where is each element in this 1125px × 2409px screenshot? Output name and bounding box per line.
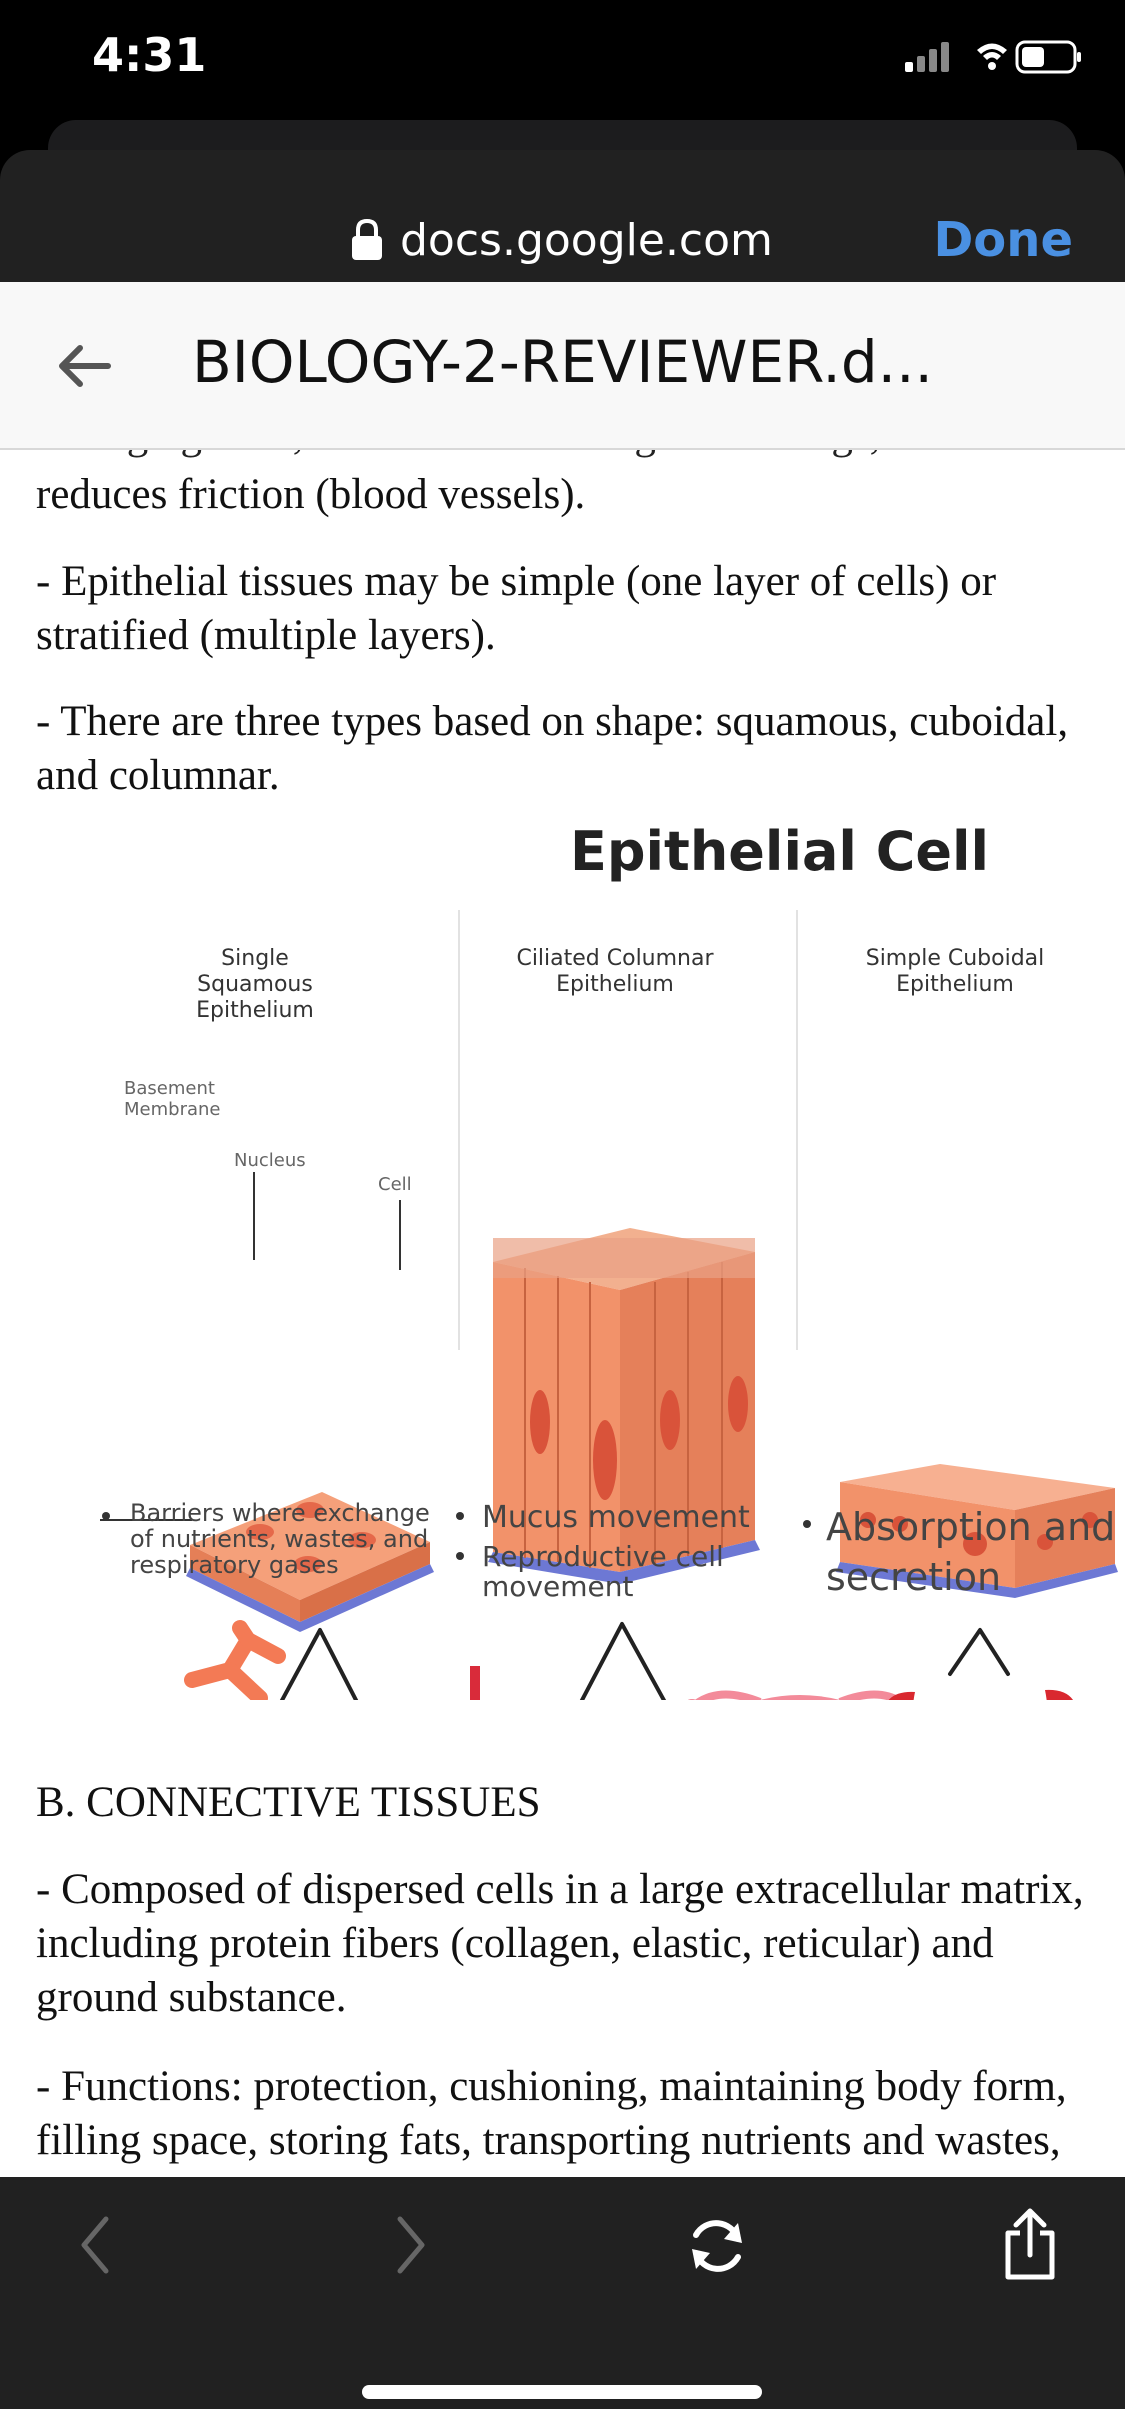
columnar-epithelium-illustration [488,1228,760,1584]
refresh-icon[interactable] [684,2213,750,2279]
done-button[interactable]: Done [933,212,1073,268]
label-squamous: Single Squamous Epithelium [196,946,314,1023]
bullet-dot [803,1520,811,1528]
column-divider [796,910,798,1350]
lock-icon [352,218,382,260]
share-icon[interactable] [1000,2207,1060,2281]
lungs-illustration [470,1666,480,1700]
status-icons [905,40,1081,74]
bullet-absorption: Absorption and secretion [826,1505,1116,1599]
paragraph: - Composed of dispersed cells in a large… [36,1866,1084,2021]
paragraph: - Functions: protection, cushioning, mai… [36,2063,1067,2177]
back-arrow-icon[interactable] [52,334,116,398]
paragraph: - Epithelial tissues may be simple (one … [36,558,997,659]
epithelial-cell-figure: Epithelial Cell Single Squamous Epitheli… [100,820,1125,1700]
document-header: BIOLOGY-2-REVIEWER.d... [0,282,1125,450]
back-nav-icon[interactable] [76,2213,116,2277]
label-nucleus: Nucleus [234,1150,306,1171]
document-content[interactable]: through glands, as well as the lining of… [0,450,1125,2177]
browser-sheet: docs.google.com Done [0,150,1125,282]
bullet-mucus: Mucus movement [482,1500,750,1535]
section-heading: B. CONNECTIVE TISSUES [36,1779,541,1826]
url-text: docs.google.com [400,214,773,266]
uterus-illustration [687,1690,913,1700]
home-indicator [362,2385,762,2399]
signal-icon [905,42,949,72]
url-bar[interactable]: docs.google.com [350,210,773,270]
figure-title: Epithelial Cell [570,820,989,883]
paragraph: reduces friction (blood vessels). [36,471,586,518]
tissue-illustrations [100,1172,1118,1700]
cuboidal-epithelium-illustration [836,1464,1118,1598]
column-divider [458,910,460,1350]
battery-icon [1015,40,1081,74]
bronchi-illustration [184,1620,286,1700]
status-bar: 4:31 [0,0,1125,120]
label-basement-membrane: Basement Membrane [124,1078,221,1120]
label-cell: Cell [378,1174,412,1195]
document-title: BIOLOGY-2-REVIEWER.d... [192,328,933,396]
paragraph: - There are three types based on shape: … [36,698,1069,799]
bullet-dot [456,1512,464,1520]
browser-toolbar: docs.google.com Done [0,120,1125,282]
browser-bottom-toolbar [0,2177,1125,2409]
bullet-dot [456,1552,464,1560]
kidneys-illustration [888,1689,1073,1700]
squamous-epithelium-illustration [186,1492,434,1632]
bullet-reproductive: Reproductive cell movement [482,1540,724,1603]
status-time: 4:31 [92,28,207,82]
forward-nav-icon[interactable] [390,2213,430,2277]
bullet-dot [102,1512,110,1520]
label-cuboidal: Simple Cuboidal Epithelium [865,946,1045,997]
cut-off-text-line: through glands, as well as the lining of… [36,450,956,460]
label-columnar: Ciliated Columnar Epithelium [516,946,714,997]
bullet-barriers: Barriers where exchange of nutrients, wa… [130,1499,430,1579]
wifi-icon [977,43,1007,70]
